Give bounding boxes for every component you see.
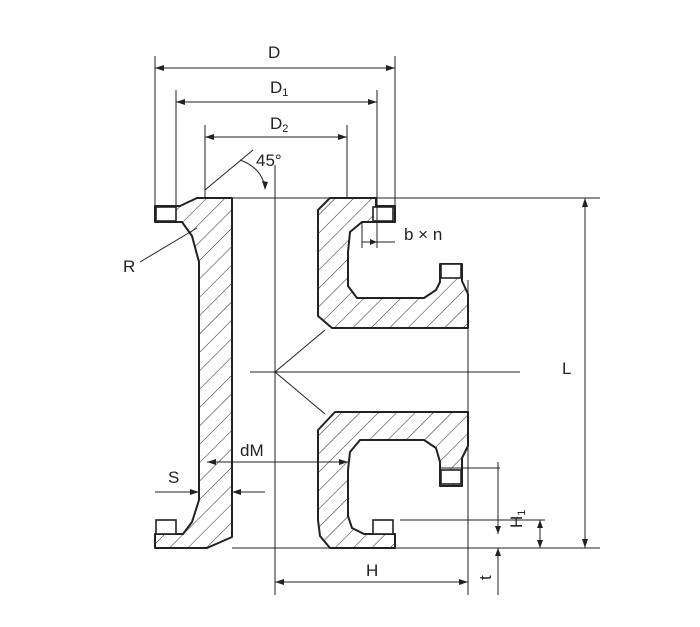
label-R: R [123,257,135,276]
label-t: t [476,575,495,580]
bolt-hole-branch-top [440,263,462,279]
bolt-hole-top-left [155,206,177,222]
label-D2: D2 [270,114,288,135]
label-D1: D1 [270,78,288,99]
extension-lines [154,56,600,595]
dimension-lines [139,65,588,595]
left-wall-section [154,197,233,549]
tee-body [154,197,469,549]
upper-branch-section [317,197,469,329]
label-L: L [562,359,571,378]
label-D: D [268,43,280,62]
dimension-labels: D D1 D2 45° R b × n L dM S H H1 t [123,43,571,580]
label-H1: H1 [507,510,528,528]
label-S: S [168,468,179,487]
label-bolt: b × n [404,225,442,244]
bolt-hole-bottom-right [372,519,394,535]
label-angle: 45° [256,151,282,170]
bolt-holes [155,206,462,535]
bolt-hole-top-right [372,206,394,222]
bolt-hole-branch-bottom [440,469,462,485]
label-H: H [366,561,378,580]
lower-branch-section [317,411,469,549]
bolt-hole-bottom-left [155,519,177,535]
label-dM: dM [240,441,264,460]
